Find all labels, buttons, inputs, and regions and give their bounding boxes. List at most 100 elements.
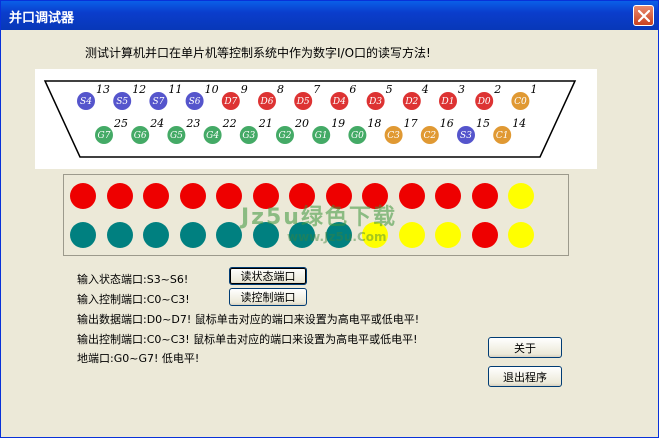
bottom-pin-label: C2 — [423, 131, 436, 141]
led-row1-13[interactable] — [508, 183, 534, 209]
top-pin-number: 8 — [277, 83, 284, 96]
input-status-label: 输入状态端口:S3~S6! — [77, 273, 189, 286]
top-pin-number: 2 — [493, 83, 501, 96]
top-pin-s5 — [113, 92, 132, 110]
bottom-pin-number: 25 — [113, 117, 128, 130]
bottom-pin-c2 — [420, 126, 439, 144]
led-row1-1[interactable] — [70, 183, 96, 209]
top-pin-number: 12 — [132, 83, 146, 96]
bottom-pin-label: C1 — [496, 131, 509, 141]
bottom-pin-g1 — [312, 126, 331, 144]
output-control-label: 输出控制端口:C0~C3! 鼠标单击对应的端口来设置为高电平或低电平! — [77, 333, 418, 346]
top-pin-label: C0 — [514, 97, 527, 107]
top-pin-label: D7 — [223, 97, 237, 107]
led-row2-12[interactable] — [471, 222, 498, 248]
bottom-pin-number: 15 — [476, 117, 490, 130]
read-control-button[interactable]: 读控制端口 — [229, 288, 307, 306]
top-pin-number: 9 — [241, 83, 248, 96]
exit-button[interactable]: 退出程序 — [488, 366, 562, 387]
top-pin-label: D3 — [368, 97, 382, 107]
bottom-pin-number: 20 — [294, 117, 309, 130]
window-title: 并口调试器 — [9, 11, 75, 26]
led-row2-2[interactable] — [106, 222, 133, 248]
led-row1-7[interactable] — [289, 183, 315, 209]
top-pin-number: 3 — [458, 83, 465, 96]
led-row2-1[interactable] — [70, 222, 96, 248]
close-icon — [638, 10, 650, 22]
top-pin-number: 5 — [386, 83, 393, 96]
top-pin-d1 — [439, 92, 457, 110]
input-control-label: 输入控制端口:C0~C3! — [77, 293, 190, 306]
top-pin-label: D4 — [332, 97, 346, 107]
bottom-pin-g0 — [348, 126, 367, 144]
led-row2-11[interactable] — [435, 222, 461, 248]
bottom-pin-number: 24 — [149, 117, 164, 130]
top-pin-label: D6 — [260, 97, 274, 107]
bottom-pin-label: G7 — [98, 131, 111, 141]
connector-svg: S413S512S711S610D79D68D57D46D35D24D13D02… — [43, 80, 577, 158]
watermark-url: www.Jz5u.Com — [287, 230, 387, 244]
led-row2-5[interactable] — [216, 222, 242, 248]
bottom-pin-c1 — [493, 126, 512, 144]
top-pin-label: S6 — [189, 97, 201, 107]
top-pin-d7 — [221, 92, 240, 110]
bottom-pin-g4 — [203, 126, 222, 144]
led-row1-12[interactable] — [471, 183, 498, 209]
top-pin-d2 — [402, 92, 421, 110]
top-pin-s6 — [185, 92, 204, 110]
bottom-pin-label: G1 — [315, 131, 328, 141]
led-row1-10[interactable] — [398, 183, 425, 209]
led-row2-10[interactable] — [398, 222, 425, 248]
top-pin-c0 — [511, 92, 530, 110]
bottom-pin-label: G5 — [170, 131, 183, 141]
bottom-pin-g2 — [276, 126, 294, 144]
read-status-button[interactable]: 读状态端口 — [229, 267, 307, 285]
top-pin-s4 — [77, 92, 95, 110]
led-row2-9[interactable] — [362, 222, 388, 248]
top-pin-label: D5 — [296, 97, 310, 107]
bottom-pin-label: G6 — [134, 131, 147, 141]
bottom-pin-number: 16 — [440, 117, 454, 130]
bottom-pin-label: C3 — [387, 131, 400, 141]
title-bar[interactable]: 并口调试器 — [1, 1, 658, 30]
bottom-pin-c3 — [384, 126, 403, 144]
bottom-pin-g3 — [239, 126, 258, 144]
bottom-pin-number: 23 — [185, 117, 200, 130]
bottom-pin-number: 22 — [222, 117, 237, 130]
led-row1-11[interactable] — [435, 183, 461, 209]
bottom-pin-g7 — [95, 126, 113, 144]
bottom-pin-number: 18 — [367, 117, 381, 130]
bottom-pin-label: G2 — [279, 131, 292, 141]
connector-outline — [43, 80, 577, 158]
led-row1-9[interactable] — [362, 183, 388, 209]
top-pin-d0 — [475, 92, 494, 110]
description-heading: 测试计算机并口在单片机等控制系统中作为数字I/O口的读写方法! — [85, 46, 431, 60]
bottom-pin-label: S3 — [460, 131, 472, 141]
led-row2-3[interactable] — [143, 222, 169, 248]
top-pin-d6 — [258, 92, 276, 110]
top-pin-label: D1 — [441, 97, 455, 107]
bottom-pin-label: G3 — [242, 131, 255, 141]
led-row1-6[interactable] — [252, 183, 279, 209]
led-row1-5[interactable] — [216, 183, 242, 209]
led-row2-7[interactable] — [289, 222, 315, 248]
led-row1-3[interactable] — [143, 183, 169, 209]
close-button[interactable] — [633, 5, 654, 26]
led-row1-4[interactable] — [179, 183, 206, 209]
top-pin-number: 10 — [205, 83, 219, 96]
led-row1-2[interactable] — [106, 183, 133, 209]
top-pin-label: S4 — [80, 97, 92, 107]
watermark-text: Jz5u绿色下载 — [241, 205, 397, 230]
led-row2-4[interactable] — [179, 222, 206, 248]
led-row1-8[interactable] — [325, 183, 352, 209]
bottom-pin-label: G0 — [351, 131, 364, 141]
top-pin-label: D0 — [477, 97, 491, 107]
ground-label: 地端口:G0~G7! 低电平! — [77, 352, 200, 365]
led-row2-6[interactable] — [252, 222, 279, 248]
bottom-pin-number: 21 — [258, 117, 273, 130]
led-row2-13[interactable] — [508, 222, 534, 248]
top-pin-number: 6 — [349, 83, 356, 96]
led-row2-8[interactable] — [325, 222, 352, 248]
about-button[interactable]: 关于 — [488, 337, 562, 358]
